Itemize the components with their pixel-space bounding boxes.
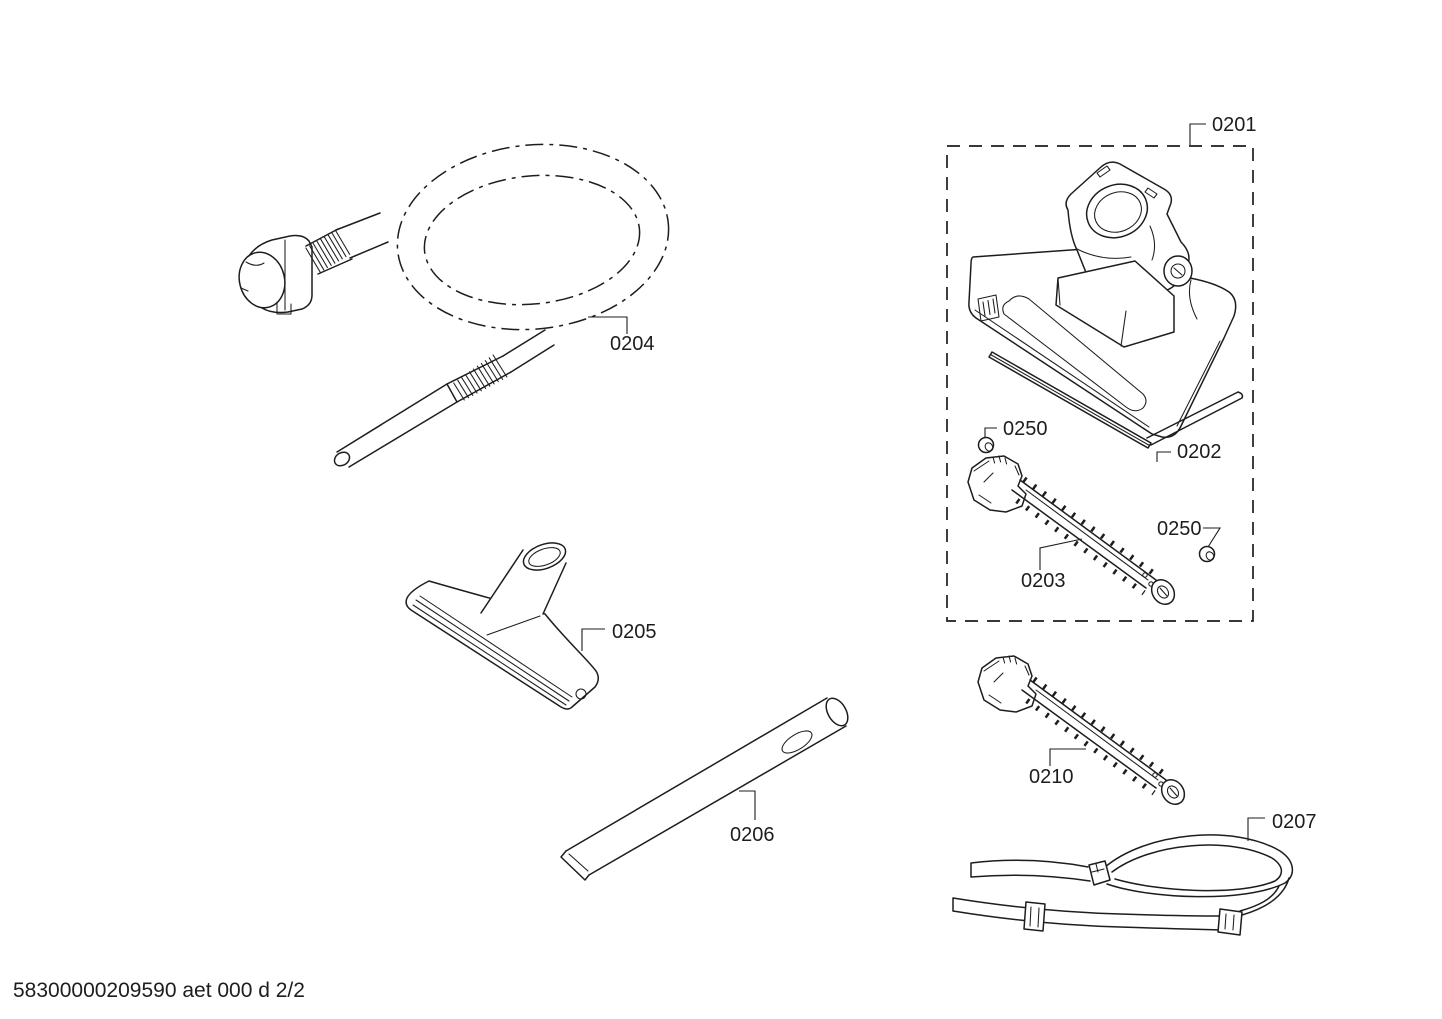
crevice-nozzle-drawing [560,697,849,881]
floor-nozzle-drawing [968,161,1244,446]
label-0205: 0205 [612,621,657,643]
footer-document-code: 58300000209590 aet 000 d 2/2 [13,979,305,1002]
label-0250-left: 0250 [1003,418,1048,440]
squeegee-strip-drawing [988,351,1152,449]
leader-0201 [1189,123,1206,145]
leader-0206 [739,790,756,820]
brush-roller-0203-drawing [968,456,1179,609]
label-0206: 0206 [730,824,775,846]
leader-0203 [1039,538,1083,570]
label-0203: 0203 [1021,570,1066,592]
label-0207: 0207 [1272,811,1317,833]
label-0201: 0201 [1212,114,1257,136]
leader-0250-left [984,427,997,437]
shoulder-strap-drawing [952,834,1293,936]
leader-0205 [581,628,605,651]
label-0210: 0210 [1029,766,1074,788]
label-0250-right: 0250 [1157,518,1202,540]
upholstery-nozzle-drawing [405,542,599,710]
bushing-left-drawing [977,436,996,454]
leader-0210 [1049,748,1086,766]
flexible-hose-drawing [238,143,670,468]
label-0202: 0202 [1177,441,1222,463]
bushing-right-drawing [1198,545,1217,563]
brush-roller-0210-drawing [978,656,1189,809]
label-0204: 0204 [610,333,655,355]
leader-0250-right [1203,527,1221,548]
assembly-dashed-box [946,145,1254,622]
leader-0207 [1247,817,1265,841]
leader-0204 [588,316,628,334]
leader-0202 [1156,451,1171,462]
